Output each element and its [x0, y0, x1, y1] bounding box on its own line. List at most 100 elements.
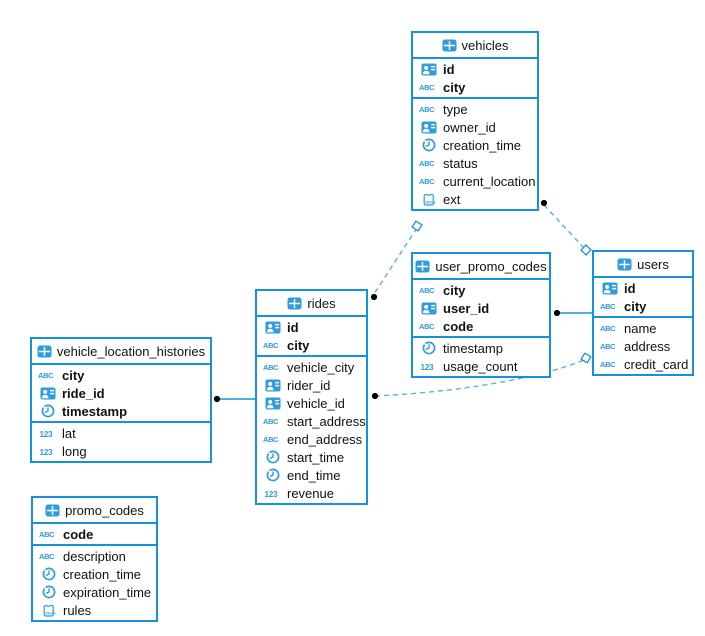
column-name: status [443, 155, 478, 171]
abc-text-icon: ABC [263, 416, 282, 426]
abc-text-icon: ABC [600, 323, 619, 333]
column-row-end_address[interactable]: ABC end_address [257, 430, 366, 448]
table-title: promo_codes [65, 502, 144, 518]
column-row-end_time[interactable]: end_time [257, 466, 366, 484]
relationship-edge-vehicles-rides[interactable] [373, 227, 418, 295]
column-name: timestamp [62, 403, 128, 419]
table-header[interactable]: promo_codes [33, 498, 156, 524]
column-name: long [62, 443, 87, 459]
table-grid-icon [415, 260, 430, 273]
abc-text-icon: ABC [419, 104, 438, 114]
table-title: vehicles [461, 37, 509, 53]
svg-text:ABC: ABC [419, 177, 435, 186]
column-name: city [62, 367, 85, 383]
column-name: code [63, 526, 94, 542]
column-row-expiration_time[interactable]: expiration_time [33, 583, 156, 601]
abc-text-icon: ABC [263, 434, 282, 444]
column-row-user_id[interactable]: user_id [413, 299, 549, 317]
column-name: lat [62, 425, 76, 441]
column-row-owner_id[interactable]: owner_id [413, 118, 537, 136]
clock-icon [38, 404, 57, 418]
column-name: credit_card [624, 356, 689, 372]
table-grid-icon [45, 504, 60, 517]
column-row-timestamp[interactable]: timestamp [413, 339, 549, 357]
column-row-rider_id[interactable]: rider_id [257, 376, 366, 394]
table-header[interactable]: users [594, 252, 692, 278]
column-row-creation_time[interactable]: creation_time [33, 565, 156, 583]
table-header[interactable]: vehicle_location_histories [32, 339, 210, 365]
table-header[interactable]: rides [257, 291, 366, 317]
table-header[interactable]: user_promo_codes [413, 254, 549, 280]
column-name: rules [63, 602, 92, 618]
column-row-id[interactable]: id [257, 318, 366, 336]
edge-diamond-marker [580, 244, 592, 256]
column-row-vehicle_id[interactable]: vehicle_id [257, 394, 366, 412]
relationship-edge-rides-users[interactable] [374, 359, 585, 397]
column-row-id[interactable]: id [594, 279, 692, 297]
svg-text:ABC: ABC [263, 363, 279, 372]
column-name: end_address [287, 431, 363, 447]
column-row-city[interactable]: ABC city [32, 366, 210, 384]
column-row-start_time[interactable]: start_time [257, 448, 366, 466]
edge-diamond-marker [411, 220, 423, 232]
table-title: vehicle_location_histories [56, 343, 206, 359]
svg-text:ABC: ABC [419, 286, 435, 295]
abc-text-icon: ABC [263, 362, 282, 372]
svg-text:ABC: ABC [39, 552, 55, 561]
column-name: code [443, 318, 474, 334]
column-row-ride_id[interactable]: ride_id [32, 384, 210, 402]
column-row-timestamp[interactable]: timestamp [32, 402, 210, 420]
column-name: creation_time [443, 137, 522, 153]
column-name: city [443, 79, 466, 95]
column-name: ride_id [62, 385, 105, 401]
abc-text-icon: ABC [38, 370, 57, 380]
column-row-creation_time[interactable]: creation_time [413, 136, 537, 154]
column-row-lat[interactable]: 123 lat [32, 424, 210, 442]
column-name: name [624, 320, 657, 336]
svg-text:ABC: ABC [600, 342, 616, 351]
relationship-edge-vehicles-users[interactable] [543, 204, 585, 249]
column-name: timestamp [443, 340, 503, 356]
123-number-icon: 123 [38, 428, 57, 439]
id-badge-icon [263, 321, 282, 334]
clock-icon [39, 567, 58, 581]
column-row-name[interactable]: ABC name [594, 319, 692, 337]
table-header[interactable]: vehicles [413, 33, 537, 59]
svg-text:ABC: ABC [419, 105, 435, 114]
column-name: expiration_time [63, 584, 152, 600]
svg-text:ABC: ABC [263, 435, 279, 444]
column-row-id[interactable]: id [413, 60, 537, 78]
